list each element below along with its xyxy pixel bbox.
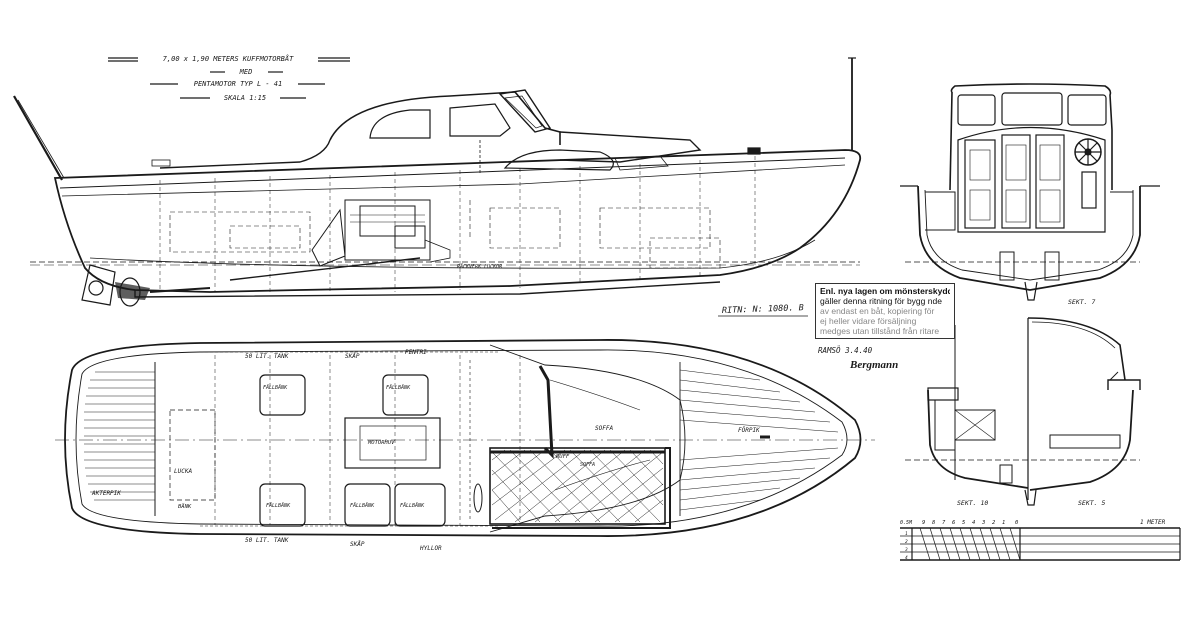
title-line-2: MED (239, 68, 253, 76)
drawing-number: RITN: N: 1080. B (722, 303, 804, 316)
scale-num-1: 9 (922, 520, 925, 526)
label-tank-bottom: 50 LIT. TANK (245, 537, 289, 544)
label-fallbank-1: FÄLLBÄNK (263, 384, 288, 391)
profile-view (13, 57, 862, 307)
cabin-roof (329, 91, 561, 145)
scale-num-10: 0 (1015, 520, 1019, 526)
label-ruff: RUFF (556, 454, 570, 460)
stamp-line-1: Enl. nya lagen om mönsterskydd (820, 286, 950, 296)
scale-num-5: 5 (962, 520, 965, 526)
profile-window-1 (369, 109, 431, 139)
scale-side-3: 3 (904, 547, 908, 553)
label-forpik: FÖRPIK (738, 427, 760, 434)
label-soffa: SOFFA (595, 425, 613, 432)
scale-num-2: 8 (932, 520, 936, 526)
title-line-4: SKALA 1:15 (224, 94, 266, 102)
profile-window-2 (449, 103, 511, 137)
scale-meter-label: 1 METER (1140, 519, 1166, 526)
label-fallbank-3: FÄLLBÄNK (266, 502, 291, 509)
title-line-3: PENTAMOTOR TYP L - 41 (194, 80, 283, 88)
label-skap-top: SKÅP (345, 353, 360, 360)
plan-view (55, 339, 875, 537)
rudder-note: RÄCKVERK LUCKOR (457, 263, 502, 270)
scale-num-8: 2 (992, 520, 996, 526)
title-block (108, 57, 350, 99)
label-akterpik: AKTERPIK (91, 490, 121, 497)
scale-bar (900, 527, 1181, 561)
stamp-line-4: ej heller vidare försäljning (820, 316, 917, 326)
section-7-view (900, 83, 1160, 301)
sekt7-hull (917, 185, 1141, 291)
label-lucka: LUCKA (174, 468, 192, 475)
scale-side-2: 2 (905, 539, 908, 545)
bench-1 (259, 374, 306, 416)
stamp-line-3: av endast en båt, kopiering för (820, 306, 935, 316)
aft-deck-planking (84, 371, 155, 501)
scale-num-4: 6 (952, 520, 956, 526)
berth (489, 447, 666, 525)
label-sekt10: SEKT. 10 (957, 499, 988, 507)
berth-hatch (491, 449, 664, 523)
scale-side-1: 1 (905, 531, 908, 537)
stamp-line-5: medges utan tillstånd från ritare (820, 326, 940, 336)
fore-deck-planking (679, 369, 839, 511)
scale-num-0: 0.5M (900, 520, 913, 526)
windshield (498, 89, 552, 133)
bench-2 (382, 374, 429, 416)
label-pentri: PENTRI (405, 349, 427, 356)
label-hyllor: HYLLOR (419, 545, 442, 552)
label-fallbank-2: FÄLLBÄNK (386, 384, 411, 391)
label-sekt7: SEKT. 7 (1068, 298, 1095, 306)
scale-num-3: 7 (942, 520, 946, 526)
stamp-line-2: gäller denna ritning för bygg nde (820, 296, 942, 306)
label-soffa-2: SOFFA (580, 462, 595, 468)
label-fallbank-5: FÄLLBÄNK (400, 502, 425, 509)
section-10-5-view (905, 317, 1141, 506)
scale-num-7: 3 (981, 520, 985, 526)
label-skap-bottom: SKÅP (350, 541, 365, 548)
hull-profile (53, 149, 862, 293)
copyright-stamp: Enl. nya lagen om mönsterskydd gäller de… (815, 283, 955, 339)
label-fallbank-4: FÄLLBÄNK (350, 502, 375, 509)
place-date: RAMSÖ 3.4.40 (818, 346, 873, 355)
cabin-bulkhead (538, 365, 554, 459)
title-line-1: 7,00 x 1,90 METERS KUFFMOTORBÅT (163, 54, 294, 63)
scale-num-6: 4 (972, 520, 975, 526)
scale-num-9: 1 (1002, 520, 1005, 526)
deck-outline (64, 339, 862, 537)
label-bank: BÄNK (178, 503, 192, 510)
label-motorhuv: MOTORHUV (367, 440, 395, 446)
signature: Bergmann (849, 359, 898, 371)
engine-hood (344, 417, 441, 469)
profile-window-3 (503, 149, 614, 171)
label-sekt5: SEKT. 5 (1078, 499, 1105, 507)
scale-side-4: 4 (905, 555, 908, 561)
engine (311, 199, 451, 267)
label-tank-top: 50 LIT. TANK (245, 353, 289, 360)
